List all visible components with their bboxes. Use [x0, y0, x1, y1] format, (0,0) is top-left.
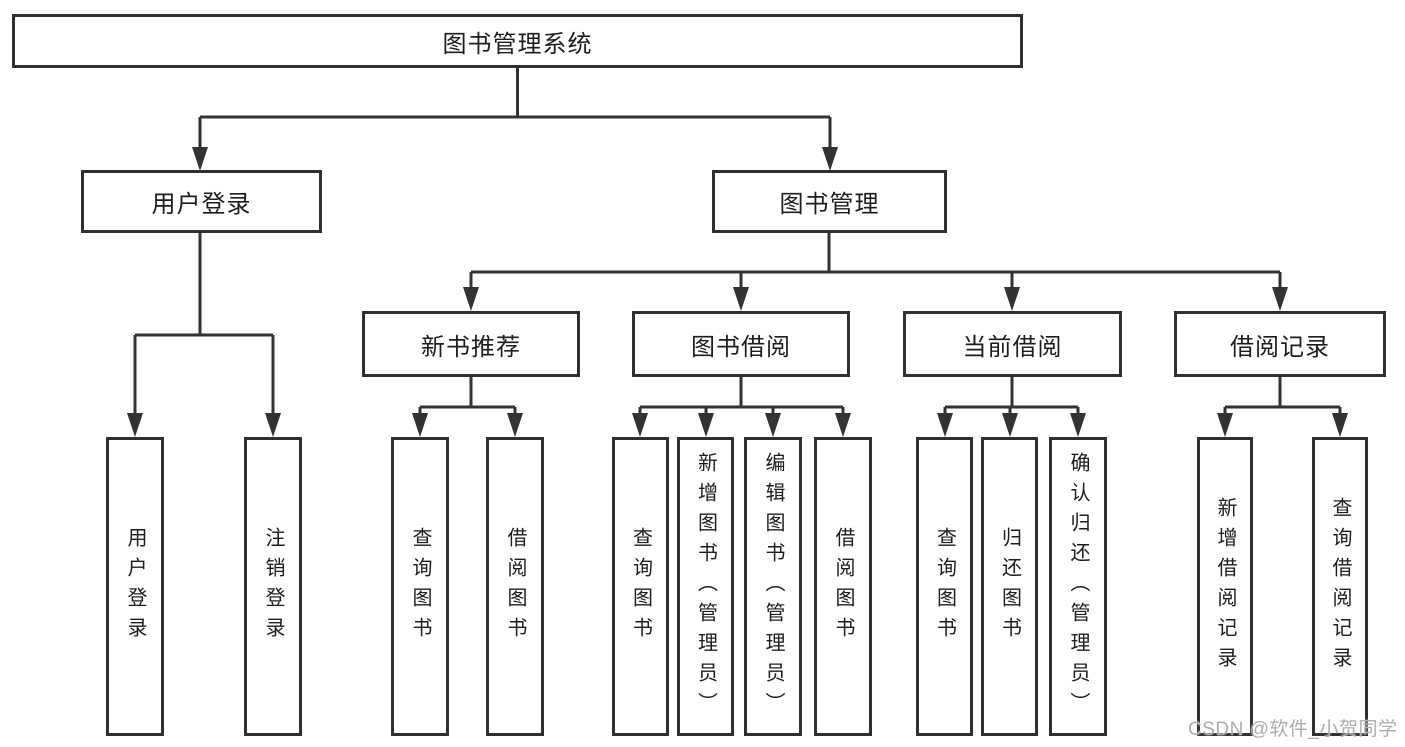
leaf-query-books-1: 查询图书 — [391, 437, 449, 736]
node-current-borrow-label: 当前借阅 — [962, 333, 1063, 361]
node-new-book-recommend-label: 新书推荐 — [421, 333, 521, 361]
leaf-logout-label: 注销登录 — [262, 526, 284, 647]
leaf-add-books-admin-label: 新增图书（管理员） — [694, 451, 717, 722]
leaf-add-borrow-record: 新增借阅记录 — [1197, 437, 1253, 736]
leaf-query-books-2-label: 查询图书 — [629, 526, 652, 647]
node-book-management-label: 图书管理 — [779, 191, 880, 218]
leaf-query-books-1-label: 查询图书 — [409, 526, 431, 647]
leaf-borrow-books-2-label: 借阅图书 — [832, 526, 854, 647]
leaf-borrow-books-1: 借阅图书 — [486, 437, 544, 736]
leaf-borrow-books-1-label: 借阅图书 — [504, 526, 526, 647]
leaf-edit-books-admin: 编辑图书（管理员） — [744, 437, 802, 736]
node-borrow-records: 借阅记录 — [1174, 311, 1386, 377]
node-user-login-label: 用户登录 — [151, 191, 252, 218]
leaf-return-books-label: 归还图书 — [998, 526, 1021, 647]
leaf-borrow-books-2: 借阅图书 — [814, 437, 872, 736]
node-new-book-recommend: 新书推荐 — [362, 311, 580, 377]
leaf-add-books-admin: 新增图书（管理员） — [677, 437, 734, 736]
leaf-query-borrow-record-label: 查询借阅记录 — [1329, 496, 1351, 677]
node-library-management-system-label: 图书管理系统 — [442, 30, 593, 58]
node-book-borrow: 图书借阅 — [632, 311, 850, 377]
node-borrow-records-label: 借阅记录 — [1230, 333, 1330, 361]
csdn-watermark: CSDN @软件_小贺同学 — [1188, 719, 1398, 740]
node-user-login: 用户登录 — [81, 170, 322, 233]
leaf-confirm-return-admin: 确认归还（管理员） — [1049, 437, 1107, 736]
leaf-user-login: 用户登录 — [106, 437, 164, 736]
leaf-query-books-3-label: 查询图书 — [933, 526, 956, 647]
node-book-management: 图书管理 — [712, 170, 947, 233]
leaf-logout: 注销登录 — [244, 437, 302, 736]
node-book-borrow-label: 图书借阅 — [691, 333, 791, 361]
leaf-user-login-label: 用户登录 — [124, 526, 146, 647]
leaf-query-books-3: 查询图书 — [916, 437, 973, 736]
leaf-query-books-2: 查询图书 — [612, 437, 669, 736]
leaf-confirm-return-admin-label: 确认归还（管理员） — [1067, 451, 1089, 722]
node-library-management-system: 图书管理系统 — [12, 14, 1023, 68]
leaf-edit-books-admin-label: 编辑图书（管理员） — [762, 451, 784, 722]
leaf-return-books: 归还图书 — [981, 437, 1038, 736]
leaf-add-borrow-record-label: 新增借阅记录 — [1214, 496, 1236, 677]
leaf-query-borrow-record: 查询借阅记录 — [1312, 437, 1368, 736]
node-current-borrow: 当前借阅 — [903, 311, 1122, 377]
